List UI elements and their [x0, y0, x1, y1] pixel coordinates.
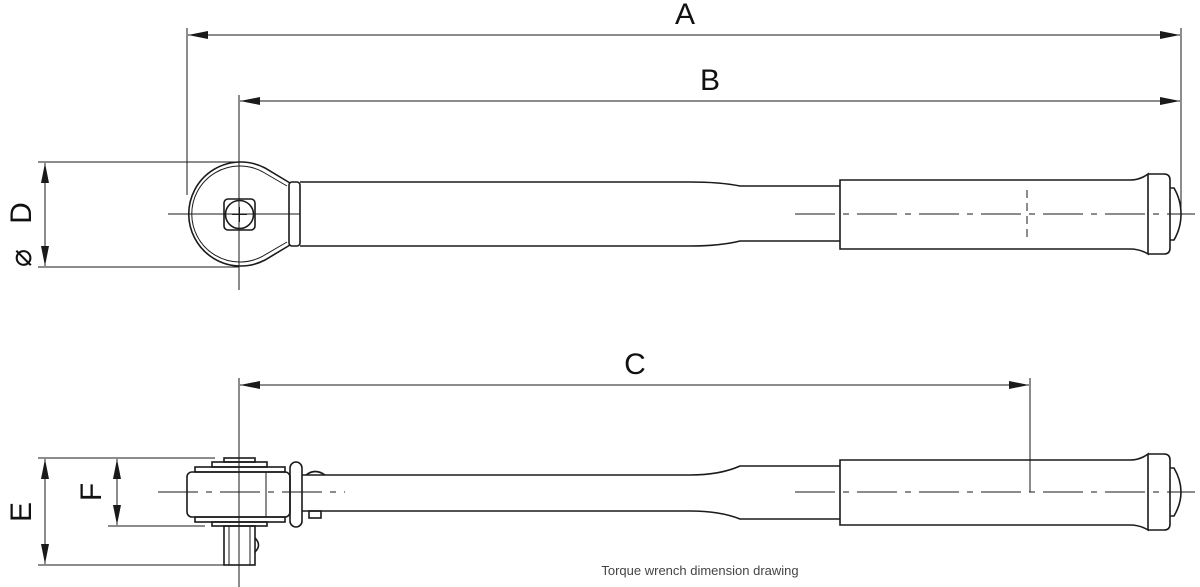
ratchet-head-side [186, 457, 326, 566]
end-dome-side [1170, 467, 1182, 517]
end-cap [1148, 173, 1171, 255]
ratchet-head [187, 161, 301, 267]
collar [288, 181, 301, 247]
collar-side [289, 461, 303, 528]
shaft [300, 181, 840, 247]
drawing-title: Torque wrench dimension drawing [601, 563, 798, 578]
label-e: E [5, 502, 38, 522]
detent-ball [254, 537, 260, 553]
dimension-c: C [238, 348, 1031, 492]
label-c: C [624, 348, 646, 381]
shaft-side [302, 465, 840, 520]
dimension-d: D ⌀ [5, 161, 239, 268]
end-cap-side [1148, 453, 1171, 531]
dimension-b: B [240, 64, 1180, 105]
dimension-e: E [5, 457, 224, 566]
label-f: F [75, 483, 108, 501]
dimension-a: A [186, 0, 1182, 212]
label-a: A [675, 0, 695, 31]
square-drive-side [223, 525, 256, 566]
label-b: B [700, 64, 720, 97]
side-view: C E F [5, 348, 1195, 587]
square-drive [223, 198, 256, 231]
diameter-symbol: ⌀ [5, 249, 38, 267]
top-view: A B D ⌀ [5, 0, 1195, 290]
end-dome [1170, 187, 1182, 241]
lever-bump [305, 470, 326, 476]
dimension-f: F [75, 457, 215, 527]
label-d: D [5, 202, 38, 224]
